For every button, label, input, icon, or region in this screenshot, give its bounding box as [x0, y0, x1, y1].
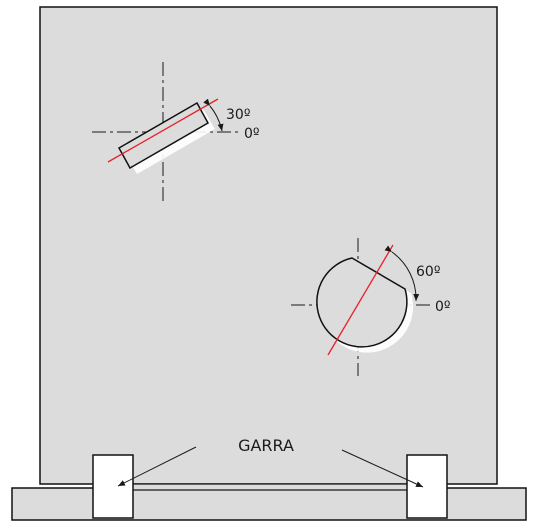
clamp-arrow-left: [117, 446, 197, 487]
workpiece-plate: [39, 6, 498, 485]
round-angle-label: 60º: [416, 264, 440, 280]
round-zero-label: 0º: [435, 299, 451, 315]
clamp-arrow-right: [341, 449, 424, 488]
clamp-right: [406, 454, 448, 519]
round-part-group: 60º 0º: [291, 238, 451, 376]
round-part: [316, 257, 408, 348]
base-rail: [11, 487, 527, 521]
clamp-label: GARRA: [238, 436, 294, 455]
clamp-bar: [131, 483, 409, 491]
rect-part-cut-line: [107, 98, 219, 163]
rect-part-group: 30º 0º: [92, 62, 260, 204]
rect-zero-label: 0º: [244, 126, 260, 142]
round-part-cut-line: [327, 244, 394, 356]
rect-angle-arc: [203, 98, 224, 132]
clamp-left: [92, 454, 134, 519]
round-angle-arc: [384, 245, 420, 302]
rect-angle-label: 30º: [226, 107, 250, 123]
